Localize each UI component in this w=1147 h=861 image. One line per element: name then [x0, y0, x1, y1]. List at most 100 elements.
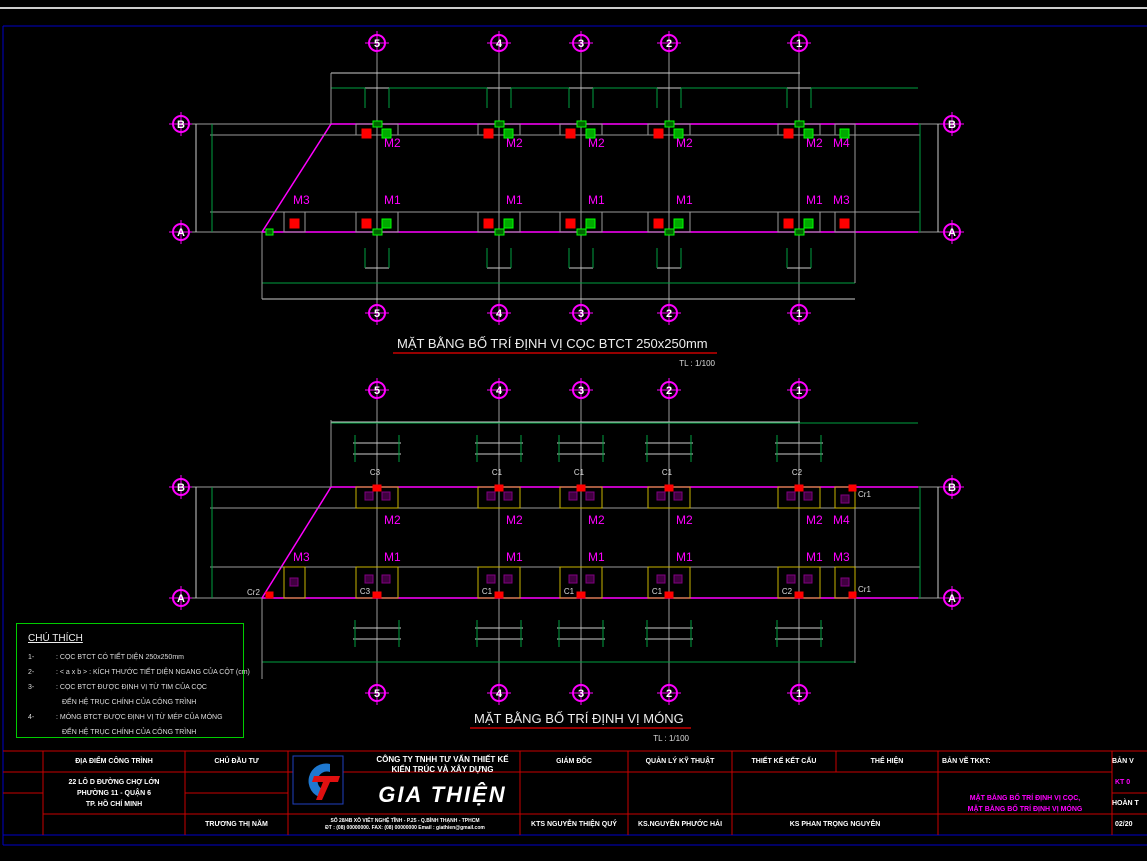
pile-marker: [381, 128, 392, 139]
sheet-no-header: BẢN V: [1112, 758, 1134, 765]
pile-marker: [786, 574, 796, 584]
legend-item-text: : < a x b > : KÍCH THƯỚC TIẾT DIỆN NGANG…: [56, 669, 250, 676]
legend-item-number: 2-: [28, 669, 35, 676]
tech-value: KS.NGUYỄN PHƯỚC HẢI: [637, 821, 723, 828]
pile-marker: [673, 491, 683, 501]
footing-label: M3: [833, 193, 850, 207]
column-marker: [848, 591, 857, 599]
pile-marker: [372, 120, 383, 128]
pile-marker: [503, 491, 513, 501]
pile-marker: [673, 128, 684, 139]
legend-item: 4-: MÓNG BTCT ĐƯỢC ĐỊNH VỊ TỪ MÉP CỦA MÓ…: [28, 714, 223, 721]
footing-m3: [283, 566, 306, 599]
column-marker: [372, 484, 382, 492]
pile-marker: [494, 120, 505, 128]
footing-m3: [834, 566, 856, 599]
pile-marker: [483, 128, 494, 139]
pile-marker: [265, 228, 274, 236]
pile-marker: [503, 574, 513, 584]
column-label: C1: [574, 468, 585, 477]
corner-column-label: Cr1: [858, 585, 871, 594]
pile-marker: [585, 128, 596, 139]
footing-label: M2: [588, 136, 605, 150]
director-value: KTS NGUYỄN THIỆN QUÝ: [531, 821, 617, 828]
column-label: C1: [482, 587, 493, 596]
footing-diagonal: [261, 486, 332, 599]
pile-marker: [664, 120, 675, 128]
axis-label: 3: [578, 308, 584, 320]
pile-marker: [372, 228, 383, 236]
footing-label: M2: [806, 136, 823, 150]
pile-marker: [361, 218, 372, 229]
footing-label: M1: [384, 550, 401, 564]
legend-item-text: : CỌC BTCT CÓ TIẾT DIỆN 250x250mm: [56, 654, 184, 661]
pile-marker: [803, 128, 814, 139]
footing-label: M3: [833, 550, 850, 564]
column-marker: [265, 591, 274, 599]
pile-marker: [673, 574, 683, 584]
legend-item: 2- : < a x b > : KÍCH THƯỚC TIẾT DIỆN NGA…: [28, 669, 250, 676]
pile-marker: [361, 128, 372, 139]
footing-label: M2: [384, 513, 401, 527]
pile-marker: [565, 128, 576, 139]
pile-marker: [503, 128, 514, 139]
axis-label: 5: [374, 308, 380, 320]
footing-label: M3: [293, 193, 310, 207]
plan-scale: TL : 1/100: [679, 359, 715, 368]
axis-label: 1: [796, 308, 802, 320]
axis-label: 1: [796, 688, 802, 700]
axis-label: 3: [578, 688, 584, 700]
pile-marker: [653, 128, 664, 139]
footing-diagonal: [261, 123, 332, 233]
company-logo-swirl: [308, 763, 330, 798]
axis-label: 4: [496, 308, 503, 320]
footing-label: M2: [588, 513, 605, 527]
column-label: C1: [662, 468, 673, 477]
axis-label: B: [948, 482, 956, 494]
column-label: C3: [370, 468, 381, 477]
legend-item-text: : CỌC BTCT ĐƯỢC ĐỊNH VỊ TỪ TIM CỦA CỌC: [56, 684, 207, 691]
footing-label: M1: [806, 550, 823, 564]
footing-label: M2: [676, 136, 693, 150]
struct-value: KS PHAN TRỌNG NGUYỄN: [789, 821, 881, 828]
column-marker: [848, 484, 857, 492]
date-value: 02/20: [1115, 821, 1133, 828]
pile-marker: [656, 491, 666, 501]
pile-marker: [840, 494, 850, 504]
footing-label: M4: [833, 513, 850, 527]
column-marker: [794, 484, 804, 492]
axis-label: 2: [666, 38, 672, 50]
axis-label: B: [177, 119, 185, 131]
plan-title: MẶT BẰNG BỐ TRÍ ĐỊNH VỊ MÓNG: [474, 711, 684, 726]
column-label: C1: [564, 587, 575, 596]
pile-marker: [840, 577, 850, 587]
footing-label: M1: [588, 550, 605, 564]
legend-item-text: ĐẾN HỆ TRỤC CHÍNH CỦA CÔNG TRÌNH: [62, 699, 197, 706]
company-logo-t: [312, 776, 340, 800]
pile-marker: [576, 120, 587, 128]
footing-label: M2: [506, 136, 523, 150]
pile-marker: [486, 574, 496, 584]
footing-label: M1: [806, 193, 823, 207]
sheet-title: MẶT BẰNG BỐ TRÍ ĐỊNH VỊ CỌC, MẶT BẰNG BỐ…: [967, 794, 1083, 813]
legend-box: CHÚ THÍCH 1-: CỌC BTCT CÓ TIẾT DIỆN 250x…: [16, 623, 250, 738]
axis-label: 4: [496, 38, 503, 50]
footing-label: M1: [506, 550, 523, 564]
footing-label: M1: [506, 193, 523, 207]
axis-label: A: [177, 227, 185, 239]
pile-marker: [664, 228, 675, 236]
column-marker: [576, 484, 586, 492]
axis-label: A: [177, 593, 185, 605]
axis-label: 4: [496, 385, 503, 397]
column-marker: [576, 591, 586, 599]
pile-marker: [839, 128, 850, 139]
axis-label: 5: [374, 688, 380, 700]
pile-marker: [653, 218, 664, 229]
pile-marker: [803, 574, 813, 584]
pile-marker: [585, 218, 596, 229]
column-marker: [494, 484, 504, 492]
pile-marker: [585, 491, 595, 501]
legend-item: 1-: CỌC BTCT CÓ TIẾT DIỆN 250x250mm: [28, 654, 184, 661]
pile-marker: [783, 218, 794, 229]
